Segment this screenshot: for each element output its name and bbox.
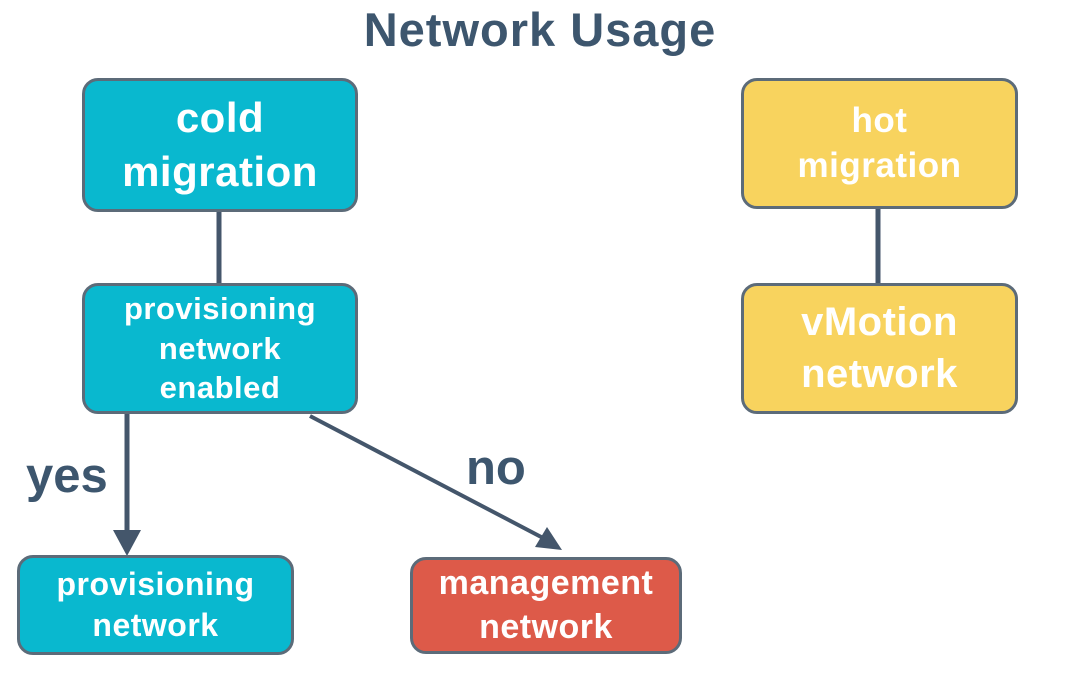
node-provisioning-network: provisioning network bbox=[17, 555, 294, 655]
edge-label-yes: yes bbox=[26, 449, 108, 503]
node-label: provisioning network enabled bbox=[124, 290, 316, 406]
node-cold-migration: cold migration bbox=[82, 78, 358, 212]
node-vmotion-network: vMotion network bbox=[741, 283, 1018, 414]
node-label: management network bbox=[438, 563, 654, 646]
node-label: cold migration bbox=[122, 94, 318, 195]
page-title: Network Usage bbox=[363, 3, 717, 56]
node-hot-migration: hot migration bbox=[741, 78, 1018, 209]
edge-label-no: no bbox=[466, 441, 526, 495]
no-arrowhead-icon bbox=[535, 527, 562, 550]
edge-yes-arrow bbox=[113, 413, 141, 556]
node-management-network: management network bbox=[410, 557, 682, 654]
node-label: vMotion network bbox=[801, 300, 958, 396]
node-label: provisioning network bbox=[56, 566, 255, 643]
yes-arrowhead-icon bbox=[113, 530, 141, 556]
node-label: hot migration bbox=[797, 100, 962, 185]
node-provisioning-network-enabled: provisioning network enabled bbox=[82, 283, 358, 414]
